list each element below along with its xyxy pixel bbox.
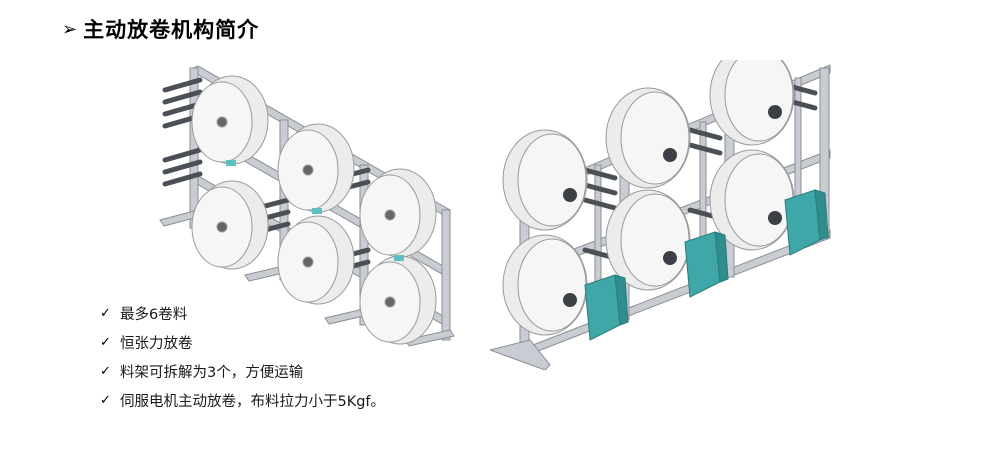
- page-title: ➢ 主动放卷机构简介: [62, 14, 259, 44]
- check-icon: ✓: [100, 393, 111, 408]
- arrow-right-icon: ➢: [62, 18, 78, 40]
- right-machine-illustration: [490, 60, 831, 370]
- bullet-text: 伺服电机主动放卷，布料拉力小于5Kgf。: [120, 394, 386, 410]
- list-item: ✓ 料架可拆解为3个，方便运输: [100, 357, 385, 386]
- list-item: ✓ 恒张力放卷: [100, 328, 385, 357]
- list-item: ✓ 伺服电机主动放卷，布料拉力小于5Kgf。: [100, 386, 385, 415]
- bullet-text: 恒张力放卷: [120, 336, 193, 352]
- left-machine-illustration: [159, 65, 455, 347]
- bullet-text: 料架可拆解为3个，方便运输: [120, 365, 304, 381]
- check-icon: ✓: [100, 306, 111, 321]
- bullet-text: 最多6卷料: [120, 307, 188, 323]
- title-text: 主动放卷机构简介: [83, 18, 260, 42]
- check-icon: ✓: [100, 335, 111, 350]
- check-icon: ✓: [100, 364, 111, 379]
- list-item: ✓ 最多6卷料: [100, 299, 385, 328]
- feature-list: ✓ 最多6卷料 ✓ 恒张力放卷 ✓ 料架可拆解为3个，方便运输 ✓ 伺服电机主动…: [100, 299, 385, 415]
